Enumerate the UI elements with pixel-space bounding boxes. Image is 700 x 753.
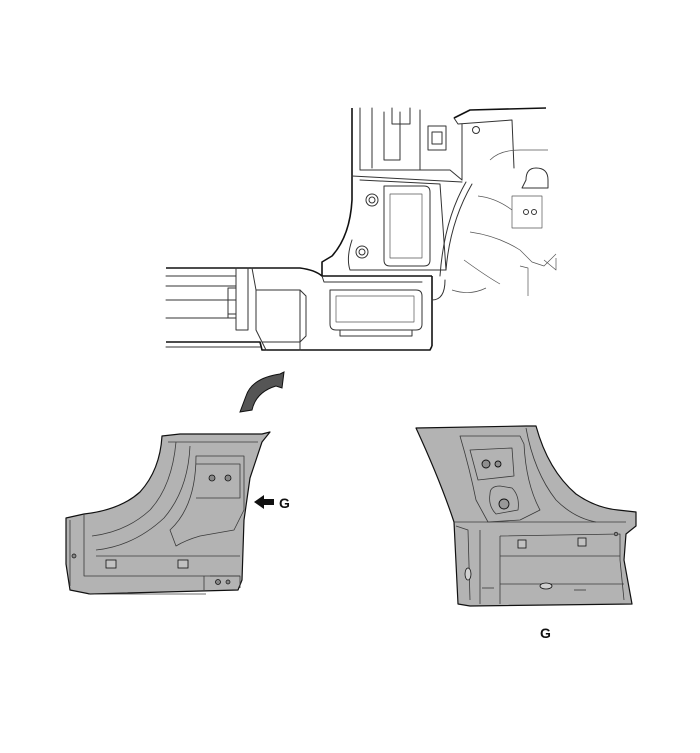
- part-outer-view: [65, 431, 271, 595]
- part-inner-view: [415, 425, 637, 607]
- curved-rotate-arrow-icon: [239, 371, 285, 413]
- view-caption: G: [540, 625, 551, 641]
- quarter-lower-panel: [329, 276, 446, 346]
- side-sill: [165, 267, 433, 351]
- left-arrow-icon: [254, 495, 274, 509]
- rear-pillar-inner: [321, 107, 547, 277]
- rear-frame-bracket: [451, 149, 557, 296]
- view-arrow-label: G: [279, 495, 290, 511]
- vehicle-body-assembly: [165, 107, 557, 351]
